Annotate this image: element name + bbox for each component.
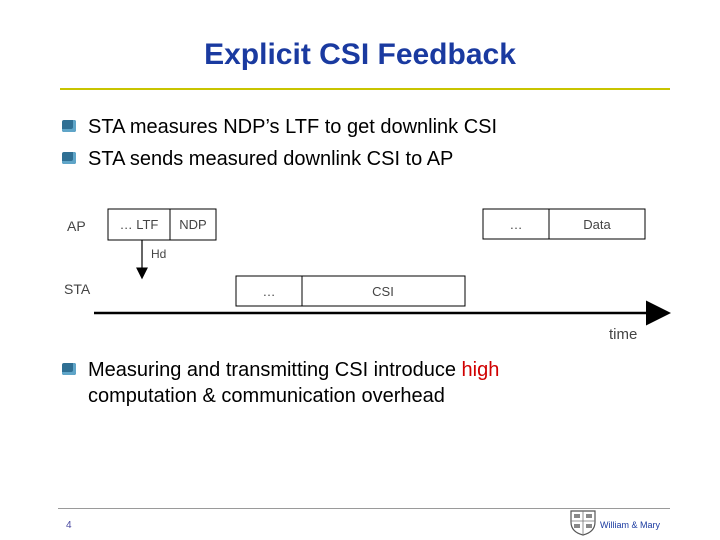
ap-ndp-frame: … LTF NDP [107,208,217,241]
title-divider [60,88,670,90]
csi-field-label: CSI [372,284,394,299]
hd-label: Hd [151,247,166,261]
highlight-word: high [461,359,500,381]
bullet-square-icon [62,363,76,375]
institution-name: William & Mary [600,520,660,530]
ap-data-frame: … Data [482,208,646,240]
bullet-square-icon [62,120,76,132]
sta-label: STA [64,281,91,297]
bullet-2-text: STA sends measured downlink CSI to AP [88,148,454,170]
ndp-field-label: NDP [179,217,206,232]
slide-title: Explicit CSI Feedback [204,38,516,71]
ap-label: AP [67,218,86,234]
bullet-3-line-2: computation & communication overhead [88,385,445,407]
page-number: 4 [66,520,72,531]
university-crest-icon [570,510,596,536]
bullet-3-line-1: Measuring and transmitting CSI introduce… [88,357,499,383]
ap-ellipsis-field: … [510,217,523,232]
data-field-label: Data [583,217,611,232]
footer-divider [58,508,670,509]
bullet-square-icon [62,152,76,164]
ltf-field-label: … LTF [120,217,159,232]
bullet-1-text: STA measures NDP’s LTF to get downlink C… [88,116,498,138]
bullet-3-text: Measuring and transmitting CSI introduce [88,359,462,381]
sta-ellipsis-field: … [263,284,276,299]
sta-csi-frame: … CSI [235,275,466,307]
time-axis-label: time [609,326,637,343]
